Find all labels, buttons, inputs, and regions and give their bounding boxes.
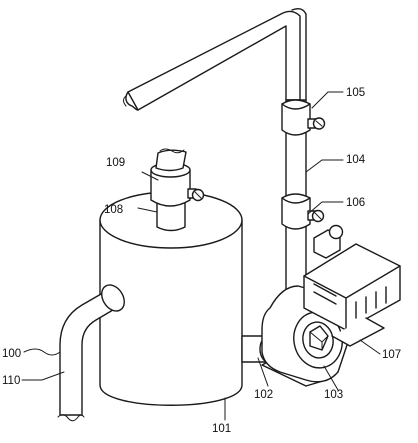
motor [303,224,401,347]
label-106: 106 [346,197,365,209]
label-101: 101 [212,423,231,435]
label-110: 110 [2,375,20,387]
tank-neck-coupling [150,148,205,232]
reference-labels: 105 104 106 109 108 100 110 102 103 107 … [2,87,401,435]
leader-lines [21,91,381,421]
inlet-pipe [57,284,125,422]
upper-outlet-pipe [123,7,307,111]
label-102: 102 [254,389,273,401]
label-104: 104 [346,154,366,166]
upper-clamp [281,99,326,136]
label-109: 109 [106,157,125,169]
label-108: 108 [104,204,123,216]
label-105: 105 [346,87,365,99]
lower-clamp [281,193,325,230]
label-107: 107 [382,349,401,361]
label-100: 100 [2,348,21,360]
label-103: 103 [324,389,343,401]
